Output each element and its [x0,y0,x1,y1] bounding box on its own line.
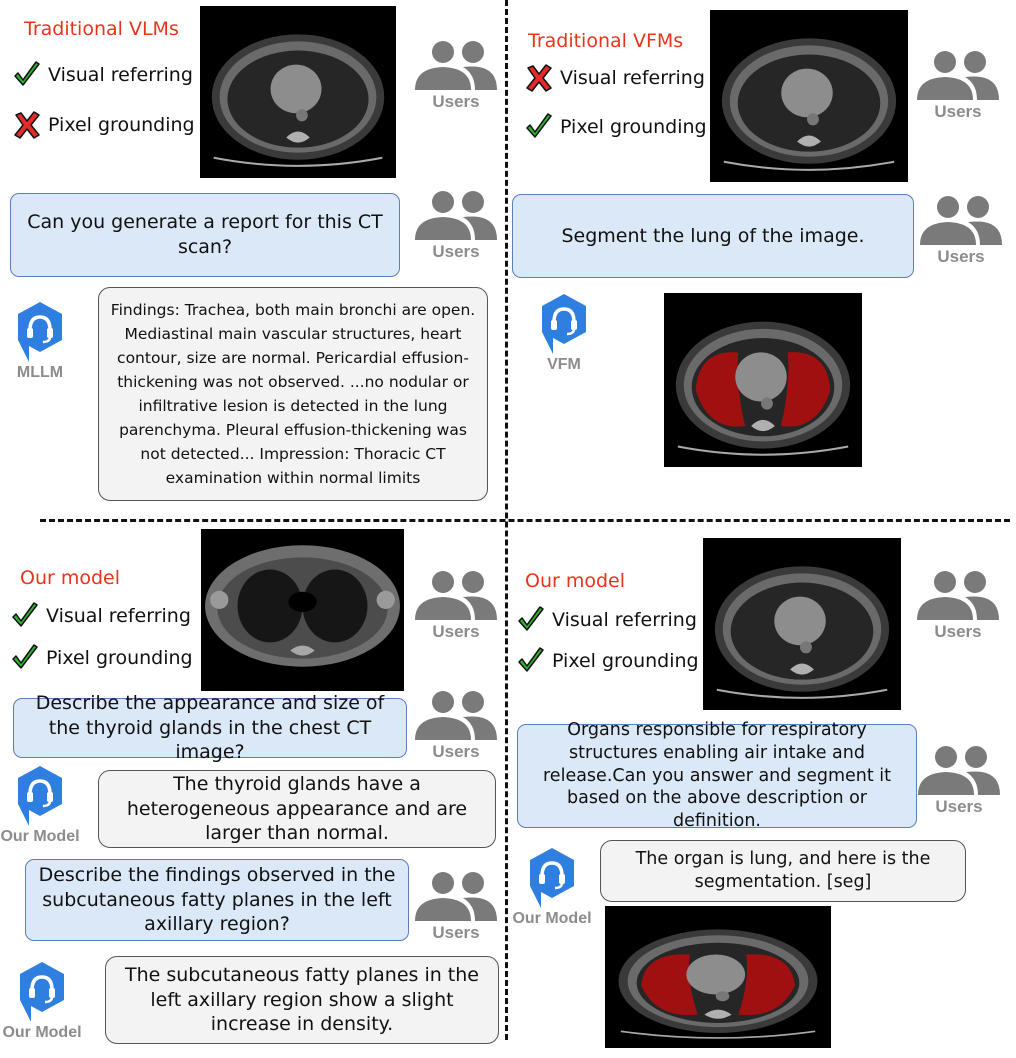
users-label: Users [432,622,480,641]
ct-segmentation-image [605,906,831,1048]
users-label: Users [432,242,480,261]
check-row-visual-referring: Visual referring [12,60,193,90]
users-icon: Users [915,570,1001,642]
users-icon: Users [413,690,499,762]
ct-scan-image [201,529,404,691]
check-icon [10,601,40,631]
users-icon: Users [918,195,1004,267]
cross-icon [524,63,554,93]
headset-bot-icon [527,846,577,910]
answer-bubble: The thyroid glands have a heterogeneous … [98,770,496,848]
check-row-visual-referring: Visual referring [524,63,705,93]
check-row-visual-referring: Visual referring [10,601,191,631]
question-bubble: Describe the appearance and size of the … [13,692,407,763]
check-label: Pixel grounding [560,116,707,138]
bot-label: Our Model [0,828,80,845]
ct-scan-image [710,10,908,182]
check-label: Visual referring [46,605,191,627]
users-icon: Users [413,190,499,262]
bot-label: MLLM [16,364,64,381]
users-icon: Users [413,871,499,943]
check-row-visual-referring: Visual referring [516,605,697,635]
headset-bot-icon [539,292,589,356]
users-label: Users [934,102,982,121]
users-label: Users [432,742,480,761]
users-icon: Users [413,40,499,112]
report-answer-bubble: Findings: Trachea, both main bronchi are… [98,287,488,501]
bot-mllm: MLLM [0,300,80,382]
question-bubble: Describe the findings observed in the su… [25,859,409,941]
users-label: Users [934,622,982,641]
check-icon [516,646,546,676]
horizontal-divider [40,519,1010,522]
check-label: Pixel grounding [48,114,195,136]
check-label: Pixel grounding [552,650,699,672]
check-row-pixel-grounding: Pixel grounding [12,110,195,140]
users-icon: Users [413,570,499,642]
panel-title-traditional-vlms: Traditional VLMs [24,18,179,40]
bot-label: VFM [547,356,581,373]
bot-vfm: VFM [524,292,604,374]
ct-segmentation-image [664,293,862,467]
headset-bot-icon [15,764,65,828]
check-label: Visual referring [48,64,193,86]
answer-bubble: The organ is lung, and here is the segme… [600,840,966,902]
question-bubble: Can you generate a report for this CT sc… [10,193,400,277]
bot-our-model: Our Model [0,764,80,846]
panel-title-our-model: Our model [20,567,121,589]
bot-label: Our Model [512,910,592,927]
users-label: Users [432,92,480,111]
check-icon [10,643,40,673]
question-bubble: Segment the lung of the image. [512,194,914,278]
users-label: Users [935,797,983,816]
panel-title-our-model: Our model [525,570,626,592]
users-icon: Users [916,745,1002,817]
bot-our-model: Our Model [512,846,592,928]
check-icon [516,605,546,635]
question-bubble: Organs responsible for respiratory struc… [517,720,917,831]
bot-our-model: Our Model [2,960,82,1042]
users-label: Users [432,923,480,942]
headset-bot-icon [15,300,65,364]
bot-label: Our Model [2,1024,82,1041]
check-label: Pixel grounding [46,647,193,669]
users-label: Users [937,247,985,266]
ct-scan-image [703,538,901,710]
ct-scan-image [200,6,396,178]
check-row-pixel-grounding: Pixel grounding [10,643,193,673]
headset-bot-icon [17,960,67,1024]
check-label: Visual referring [552,609,697,631]
check-label: Visual referring [560,67,705,89]
check-row-pixel-grounding: Pixel grounding [524,112,707,142]
cross-icon [12,110,42,140]
check-icon [12,60,42,90]
check-row-pixel-grounding: Pixel grounding [516,646,699,676]
users-icon: Users [915,50,1001,122]
check-icon [524,112,554,142]
panel-title-traditional-vfms: Traditional VFMs [528,30,684,52]
answer-bubble: The subcutaneous fatty planes in the lef… [105,956,499,1044]
